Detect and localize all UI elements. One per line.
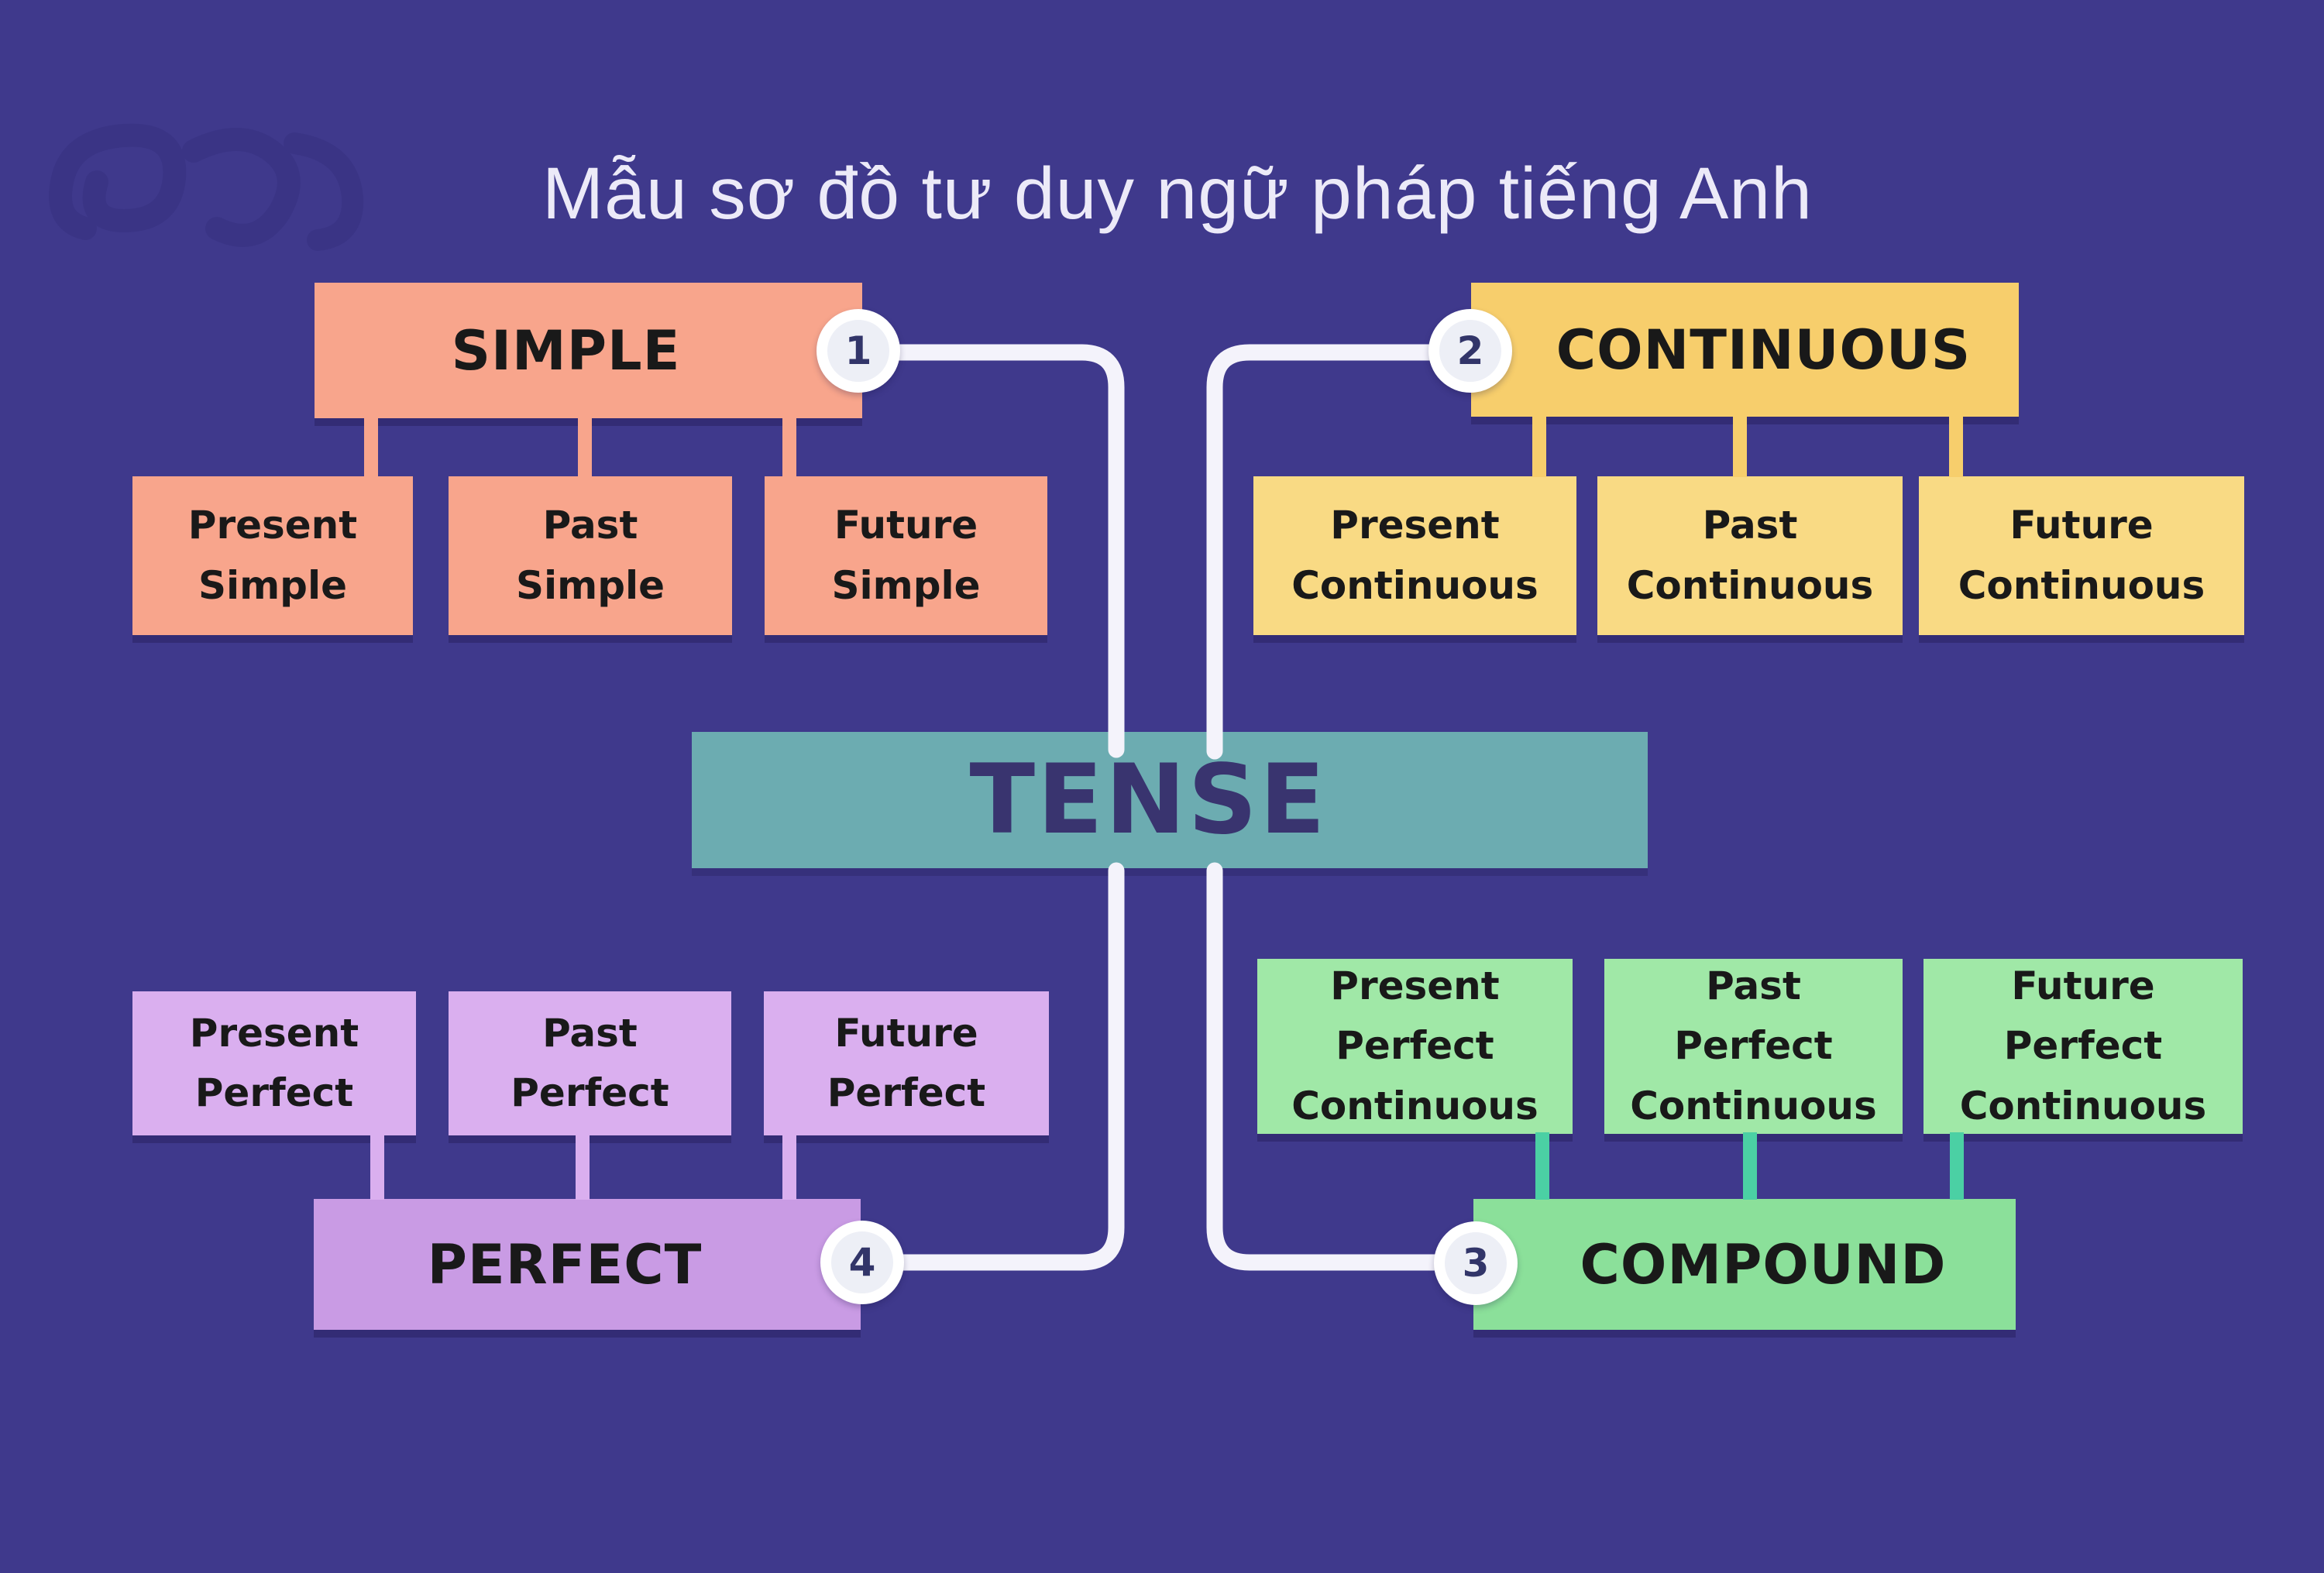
branch-compound-label: COMPOUND [1580, 1232, 1947, 1297]
badge-1-number: 1 [844, 328, 872, 373]
child-future-simple-box: Future Simple [765, 476, 1047, 635]
badge-2-number: 2 [1456, 328, 1484, 373]
branch-simple-label: SIMPLE [451, 318, 681, 383]
badge-4: 4 [820, 1221, 904, 1304]
branch-continuous-label: CONTINUOUS [1556, 318, 1972, 382]
branch-compound-box: COMPOUND [1473, 1199, 2016, 1330]
badge-4-number: 4 [848, 1240, 876, 1285]
watermark-logo-icon [49, 123, 364, 251]
child-past-perfect-box: Past Perfect [449, 991, 731, 1135]
branch-simple-box: SIMPLE [315, 283, 862, 418]
center-tense-box: TENSE [692, 732, 1648, 868]
badge-2: 2 [1428, 309, 1512, 393]
center-tense-label: TENSE [969, 744, 1328, 856]
child-present-continuous-box: Present Continuous [1253, 476, 1576, 635]
badge-3-number: 3 [1462, 1241, 1490, 1286]
child-present-simple-box: Present Simple [132, 476, 413, 635]
child-future-continuous-box: Future Continuous [1919, 476, 2244, 635]
branch-continuous-box: CONTINUOUS [1471, 283, 2019, 417]
branch-perfect-box: PERFECT [314, 1199, 861, 1330]
diagram-title: Mẫu sơ đồ tư duy ngữ pháp tiếng Anh [542, 153, 1813, 235]
child-present-perfect-box: Present Perfect [132, 991, 416, 1135]
badge-1: 1 [816, 309, 900, 393]
child-present-perfect-continuous-box: Present Perfect Continuous [1257, 959, 1573, 1134]
child-future-perfect-continuous-box: Future Perfect Continuous [1923, 959, 2243, 1134]
child-past-perfect-continuous-box: Past Perfect Continuous [1604, 959, 1903, 1134]
child-past-simple-box: Past Simple [449, 476, 732, 635]
child-future-perfect-box: Future Perfect [764, 991, 1049, 1135]
badge-3: 3 [1434, 1221, 1518, 1305]
child-past-continuous-box: Past Continuous [1597, 476, 1903, 635]
branch-perfect-label: PERFECT [427, 1232, 703, 1297]
